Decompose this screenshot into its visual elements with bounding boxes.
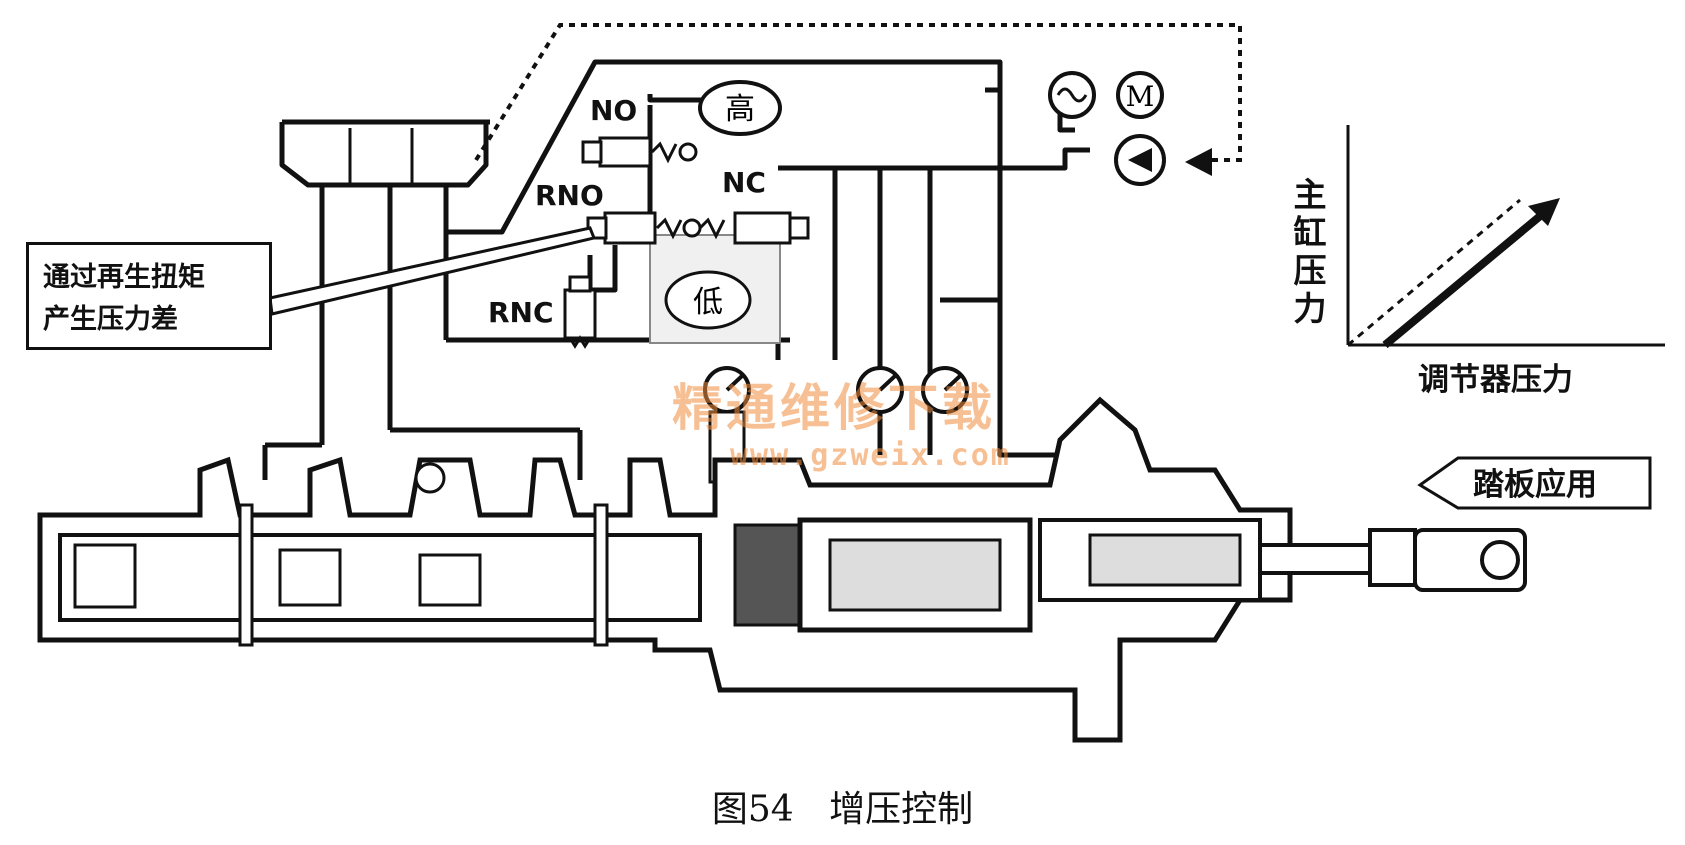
piston-seal-2 [593, 503, 609, 647]
push-rod [1258, 543, 1372, 575]
rnc-valve-label: RNC [488, 296, 554, 329]
rnc-valve [563, 275, 597, 349]
pressure-line-high [446, 59, 1003, 303]
pressure-sensor-3 [921, 366, 969, 414]
graph-y-label: 主缸压力 [1293, 175, 1327, 328]
callout-line-1: 通过再生扭矩 [43, 262, 205, 293]
graph-boost-line [1382, 208, 1548, 349]
motor-label: M [1126, 80, 1155, 113]
piston-seal-1 [238, 503, 254, 647]
motor-icon [1116, 71, 1164, 119]
pressure-sensor-2 [856, 366, 904, 414]
pedal-arrow [1417, 456, 1652, 510]
graph-x-label: 调节器压力 [1418, 362, 1573, 398]
pedal-application-label: 踏板应用 [1473, 467, 1597, 503]
nc-valve [698, 211, 810, 245]
rno-valve-label: RNO [535, 179, 604, 212]
no-valve [581, 136, 698, 168]
graph-arrow-head [1528, 198, 1560, 226]
high-label: 高 [725, 92, 755, 127]
return-line-dotted [474, 23, 1242, 162]
figure-number: 图54 [711, 789, 794, 830]
low-label: 低 [693, 285, 723, 320]
pump-inlet-arrow [1185, 148, 1212, 176]
figure-title: 增压控制 [829, 789, 974, 830]
low-pressure-ellipse [664, 270, 752, 330]
graph-reference-line [1347, 198, 1521, 347]
figure-caption: 图54 增压控制 [0, 780, 1685, 832]
pump-line [778, 147, 1090, 171]
callout-line-2: 产生压力差 [43, 304, 178, 335]
port-hole [414, 462, 446, 494]
primary-piston [73, 543, 137, 609]
watermark-text: 精通维修下载 [672, 379, 996, 437]
tertiary-piston [418, 553, 482, 607]
high-pressure-ellipse [698, 80, 782, 136]
nc-valve-label: NC [722, 166, 766, 199]
reservoir [279, 122, 489, 188]
pressure-graph [1346, 125, 1665, 349]
rno-valve [586, 211, 702, 245]
no-valve-label: NO [590, 94, 637, 127]
secondary-piston [278, 548, 342, 607]
cylinder-bore [58, 533, 702, 622]
reaction-disc [733, 523, 802, 627]
regen-torque-callout: 通过再生扭矩 产生压力差 [26, 242, 272, 350]
watermark-url: www.gzweix.com [730, 438, 1011, 473]
